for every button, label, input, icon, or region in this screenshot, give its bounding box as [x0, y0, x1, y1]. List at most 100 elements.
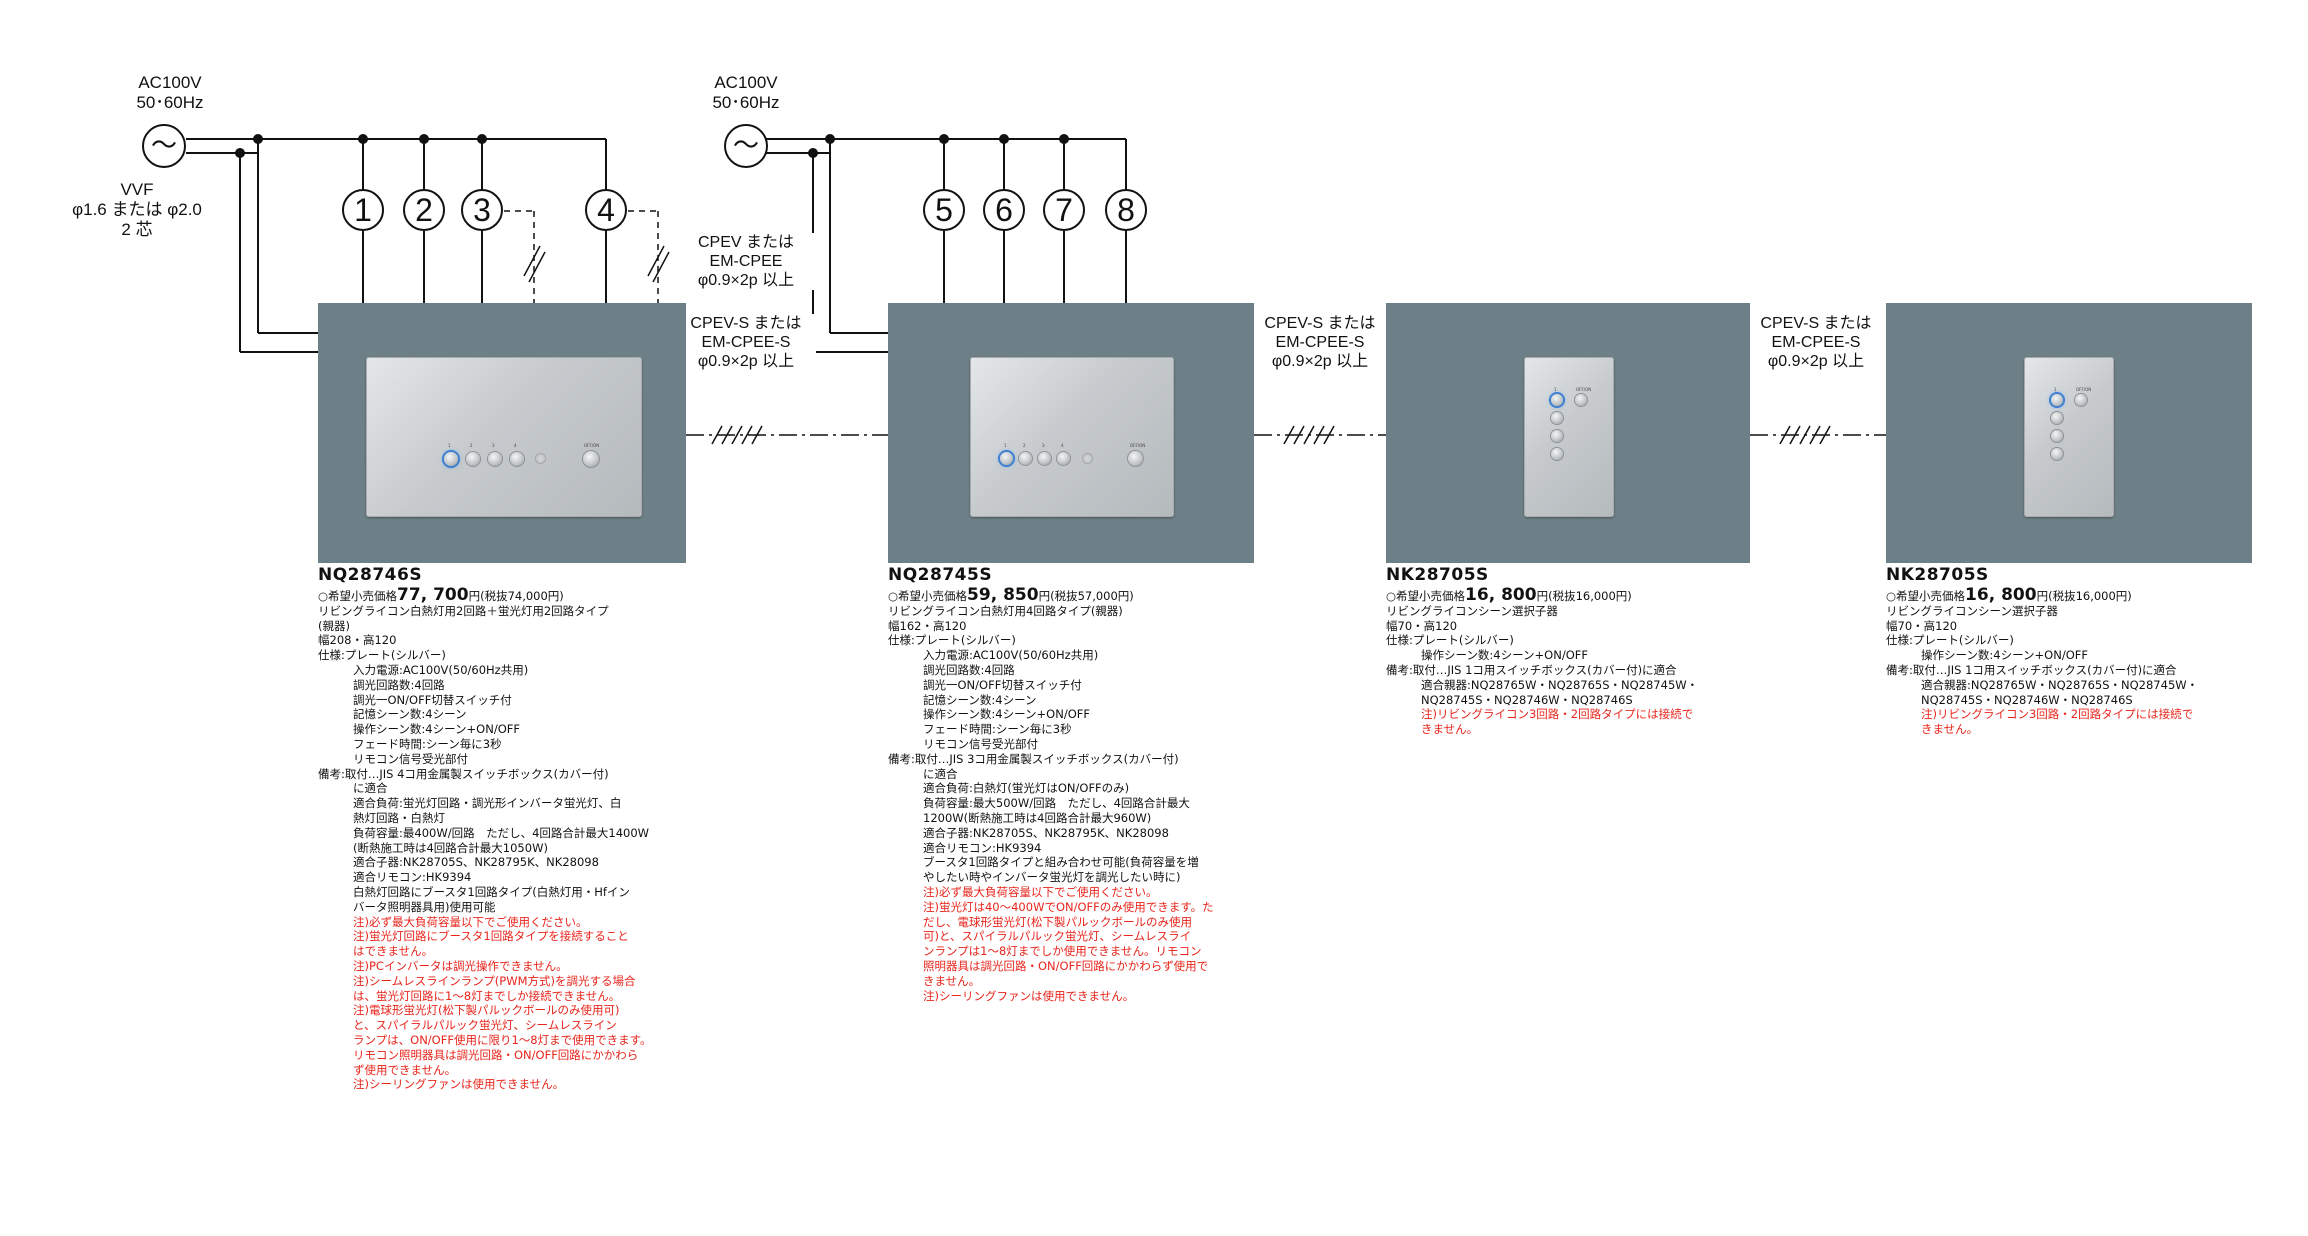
circuit-7-marker: 7 — [1043, 189, 1085, 231]
warning-note: 注)必ず最大負荷容量以下でご使用ください。 — [923, 884, 1158, 899]
product-photo-nk28705s-a: 1 OFF/ON — [1386, 303, 1750, 563]
cable-cpev-s-1-line-2: EM-CPEE-S — [701, 334, 791, 351]
cable-cpev-line-1: CPEV または — [697, 234, 795, 251]
spec-block-nk28705s-a: NK28705S○希望小売価格16, 800円(税抜16,000円)リビングライ… — [1386, 564, 1786, 737]
spec-line: フェード時間:シーン毎に3秒 — [923, 722, 1072, 737]
cable-cpev-s-3-line-2: EM-CPEE-S — [1771, 334, 1861, 351]
cable-cpev-s-1-line-3: φ0.9×2p 以上 — [697, 353, 795, 370]
spec-block-nq28746s: NQ28746S○希望小売価格77, 700円(税抜74,000円)リビングライ… — [318, 564, 698, 1092]
spec-line: (親器) — [318, 618, 350, 633]
cable-label-cpev-s-2: CPEV-S または EM-CPEE-S φ0.9×2p 以上 — [1250, 314, 1390, 371]
cable-cpev-s-2-line-1: CPEV-S または — [1264, 315, 1376, 332]
spec-line: 適合親器:NQ28765W・NQ28765S・NQ28745W・ — [1421, 677, 1699, 692]
spec-line: 備考:取付…JIS 1コ用スイッチボックス(カバー付)に適合 — [1386, 662, 1677, 677]
spec-line: 熱灯回路・白熱灯 — [353, 810, 445, 825]
scene-2-button — [466, 452, 480, 466]
price-suffix: 円(税抜16,000円) — [2036, 589, 2132, 603]
warning-note: は、蛍光灯回路に1～8灯までしか接続できません。 — [353, 988, 621, 1003]
spec-line: リビングライコンシーン選択子器 — [1386, 603, 1558, 618]
cable-label-cpev-s-1: CPEV-S または EM-CPEE-S φ0.9×2p 以上 — [676, 314, 816, 371]
warning-note: リモコン照明器具は調光回路・ON/OFF回路にかかわら — [353, 1047, 639, 1062]
vvf-line-2: φ1.6 または φ2.0 — [72, 200, 202, 219]
scene-4-button — [510, 452, 524, 466]
power-freq-left: 50･60Hz — [136, 93, 204, 112]
remote-sensor-icon — [536, 454, 545, 463]
cable-cpev-s-3-line-1: CPEV-S または — [1760, 315, 1872, 332]
off-on-button — [1128, 451, 1143, 466]
warning-note: ランプは、ON/OFF使用に限り1～8灯まで使用できます。 — [353, 1032, 652, 1047]
plate-label-off-on: OFF/ON — [1130, 443, 1146, 448]
warning-note: 注)蛍光灯は40～400WでON/OFFのみ使用できます。た — [923, 899, 1214, 914]
spec-line: 備考:取付…JIS 1コ用スイッチボックス(カバー付)に適合 — [1886, 662, 2177, 677]
plate-label-4: 4 — [1061, 443, 1064, 448]
spec-line: 幅70・高120 — [1886, 618, 1958, 633]
warning-note: 注)蛍光灯回路にブースタ1回路タイプを接続すること — [353, 929, 629, 944]
spec-line: 幅70・高120 — [1386, 618, 1458, 633]
vvf-line-3: 2 芯 — [121, 220, 153, 239]
circuit-2-marker: 2 — [403, 189, 445, 231]
scene-2-button — [1019, 452, 1032, 465]
product-photo-nk28705s-b: 1 OFF/ON — [1886, 303, 2252, 563]
price-prefix: ○希望小売価格 — [318, 589, 398, 603]
spec-line: NQ28745S・NQ28746W・NQ28746S — [1421, 692, 1633, 707]
price-main: 16, 800 — [1965, 585, 2037, 605]
spec-line: 仕様:プレート(シルバー) — [318, 648, 446, 663]
spec-line: リビングライコンシーン選択子器 — [1886, 603, 2058, 618]
model-number: NQ28746S — [318, 565, 423, 585]
cable-cpev-s-2-line-3: φ0.9×2p 以上 — [1271, 353, 1369, 370]
price-prefix: ○希望小売価格 — [888, 589, 968, 603]
cable-label-cpev-s-3: CPEV-S または EM-CPEE-S φ0.9×2p 以上 — [1746, 314, 1886, 371]
ac-source-left-icon: ～ — [142, 124, 186, 168]
price-main: 77, 700 — [397, 585, 469, 605]
price: ○希望小売価格59, 850円(税抜57,000円) — [888, 585, 1268, 605]
plate-label-3: 3 — [1042, 443, 1045, 448]
power-voltage-right: AC100V — [714, 73, 778, 92]
plate-label-3: 3 — [492, 443, 495, 448]
spec-line: リモコン信号受光部付 — [923, 736, 1038, 751]
model-number: NK28705S — [1886, 565, 1989, 585]
spec-line: 調光回路数:4回路 — [923, 662, 1015, 677]
warning-note: 注)シーリングファンは使用できません。 — [353, 1077, 565, 1092]
spec-line: 備考:取付…JIS 3コ用金属製スイッチボックス(カバー付) — [888, 751, 1179, 766]
spec-line: 操作シーン数:4シーン+ON/OFF — [1921, 648, 2088, 663]
plate-label-2: 2 — [1023, 443, 1026, 448]
spec-line: 負荷容量:最400W/回路 ただし、4回路合計最大1400W — [353, 825, 650, 840]
spec-line: 調光一ON/OFF切替スイッチ付 — [923, 677, 1082, 692]
spec-line: 入力電源:AC100V(50/60Hz共用) — [923, 648, 1099, 663]
price-main: 59, 850 — [967, 585, 1039, 605]
spec-line: NQ28745S・NQ28746W・NQ28746S — [1921, 692, 2133, 707]
vvf-label: VVF φ1.6 または φ2.0 2 芯 — [72, 180, 202, 240]
power-freq-right: 50･60Hz — [712, 93, 780, 112]
circuit-4-marker: 4 — [585, 189, 627, 231]
spec-line: 仕様:プレート(シルバー) — [888, 633, 1016, 648]
circuit-1-marker: 1 — [342, 189, 384, 231]
warning-note: きません。 — [1921, 722, 1979, 737]
price-suffix: 円(税抜57,000円) — [1038, 589, 1134, 603]
scene-3-button — [2051, 430, 2063, 442]
warning-note: と、スパイラルパルック蛍光灯、シームレスライン — [353, 1018, 617, 1033]
scene-1-button — [444, 452, 458, 466]
spec-line: リビングライコン白熱灯用2回路＋蛍光灯用2回路タイプ — [318, 603, 609, 618]
remote-sensor-icon — [1083, 454, 1092, 463]
spec-line: バータ照明器具用)使用可能 — [353, 899, 496, 914]
cable-cpev-s-3-line-3: φ0.9×2p 以上 — [1767, 353, 1865, 370]
spec-line: に適合 — [923, 766, 958, 781]
circuit-3-marker: 3 — [461, 189, 503, 231]
spec-line: 操作シーン数:4シーン+ON/OFF — [1421, 648, 1588, 663]
cable-label-cpev: CPEV または EM-CPEE φ0.9×2p 以上 — [676, 233, 816, 290]
spec-line: 適合リモコン:HK9394 — [353, 870, 472, 885]
warning-note: 注)シーリングファンは使用できません。 — [923, 988, 1135, 1003]
spec-line: 適合子器:NK28705S、NK28795K、NK28098 — [353, 855, 599, 870]
switch-plate: 1 2 3 4 OFF/ON — [970, 357, 1174, 517]
scene-3-button — [488, 452, 502, 466]
warning-note: ンランプは1～8灯までしか使用できません。リモコン — [923, 944, 1202, 959]
switch-plate: 1 2 3 4 OFF/ON — [366, 357, 642, 517]
warning-note: 照明器具は調光回路・ON/OFF回路にかかわらず使用で — [923, 958, 1209, 973]
off-on-button — [2075, 394, 2087, 406]
spec-line: 適合子器:NK28705S、NK28795K、NK28098 — [923, 825, 1169, 840]
warning-note: 注)シームレスラインランプ(PWM方式)を調光する場合 — [353, 973, 636, 988]
scene-4-button — [1057, 452, 1070, 465]
price-prefix: ○希望小売価格 — [1386, 589, 1466, 603]
spec-line: 仕様:プレート(シルバー) — [1386, 633, 1514, 648]
spec-line: 適合親器:NQ28765W・NQ28765S・NQ28745W・ — [1921, 677, 2199, 692]
